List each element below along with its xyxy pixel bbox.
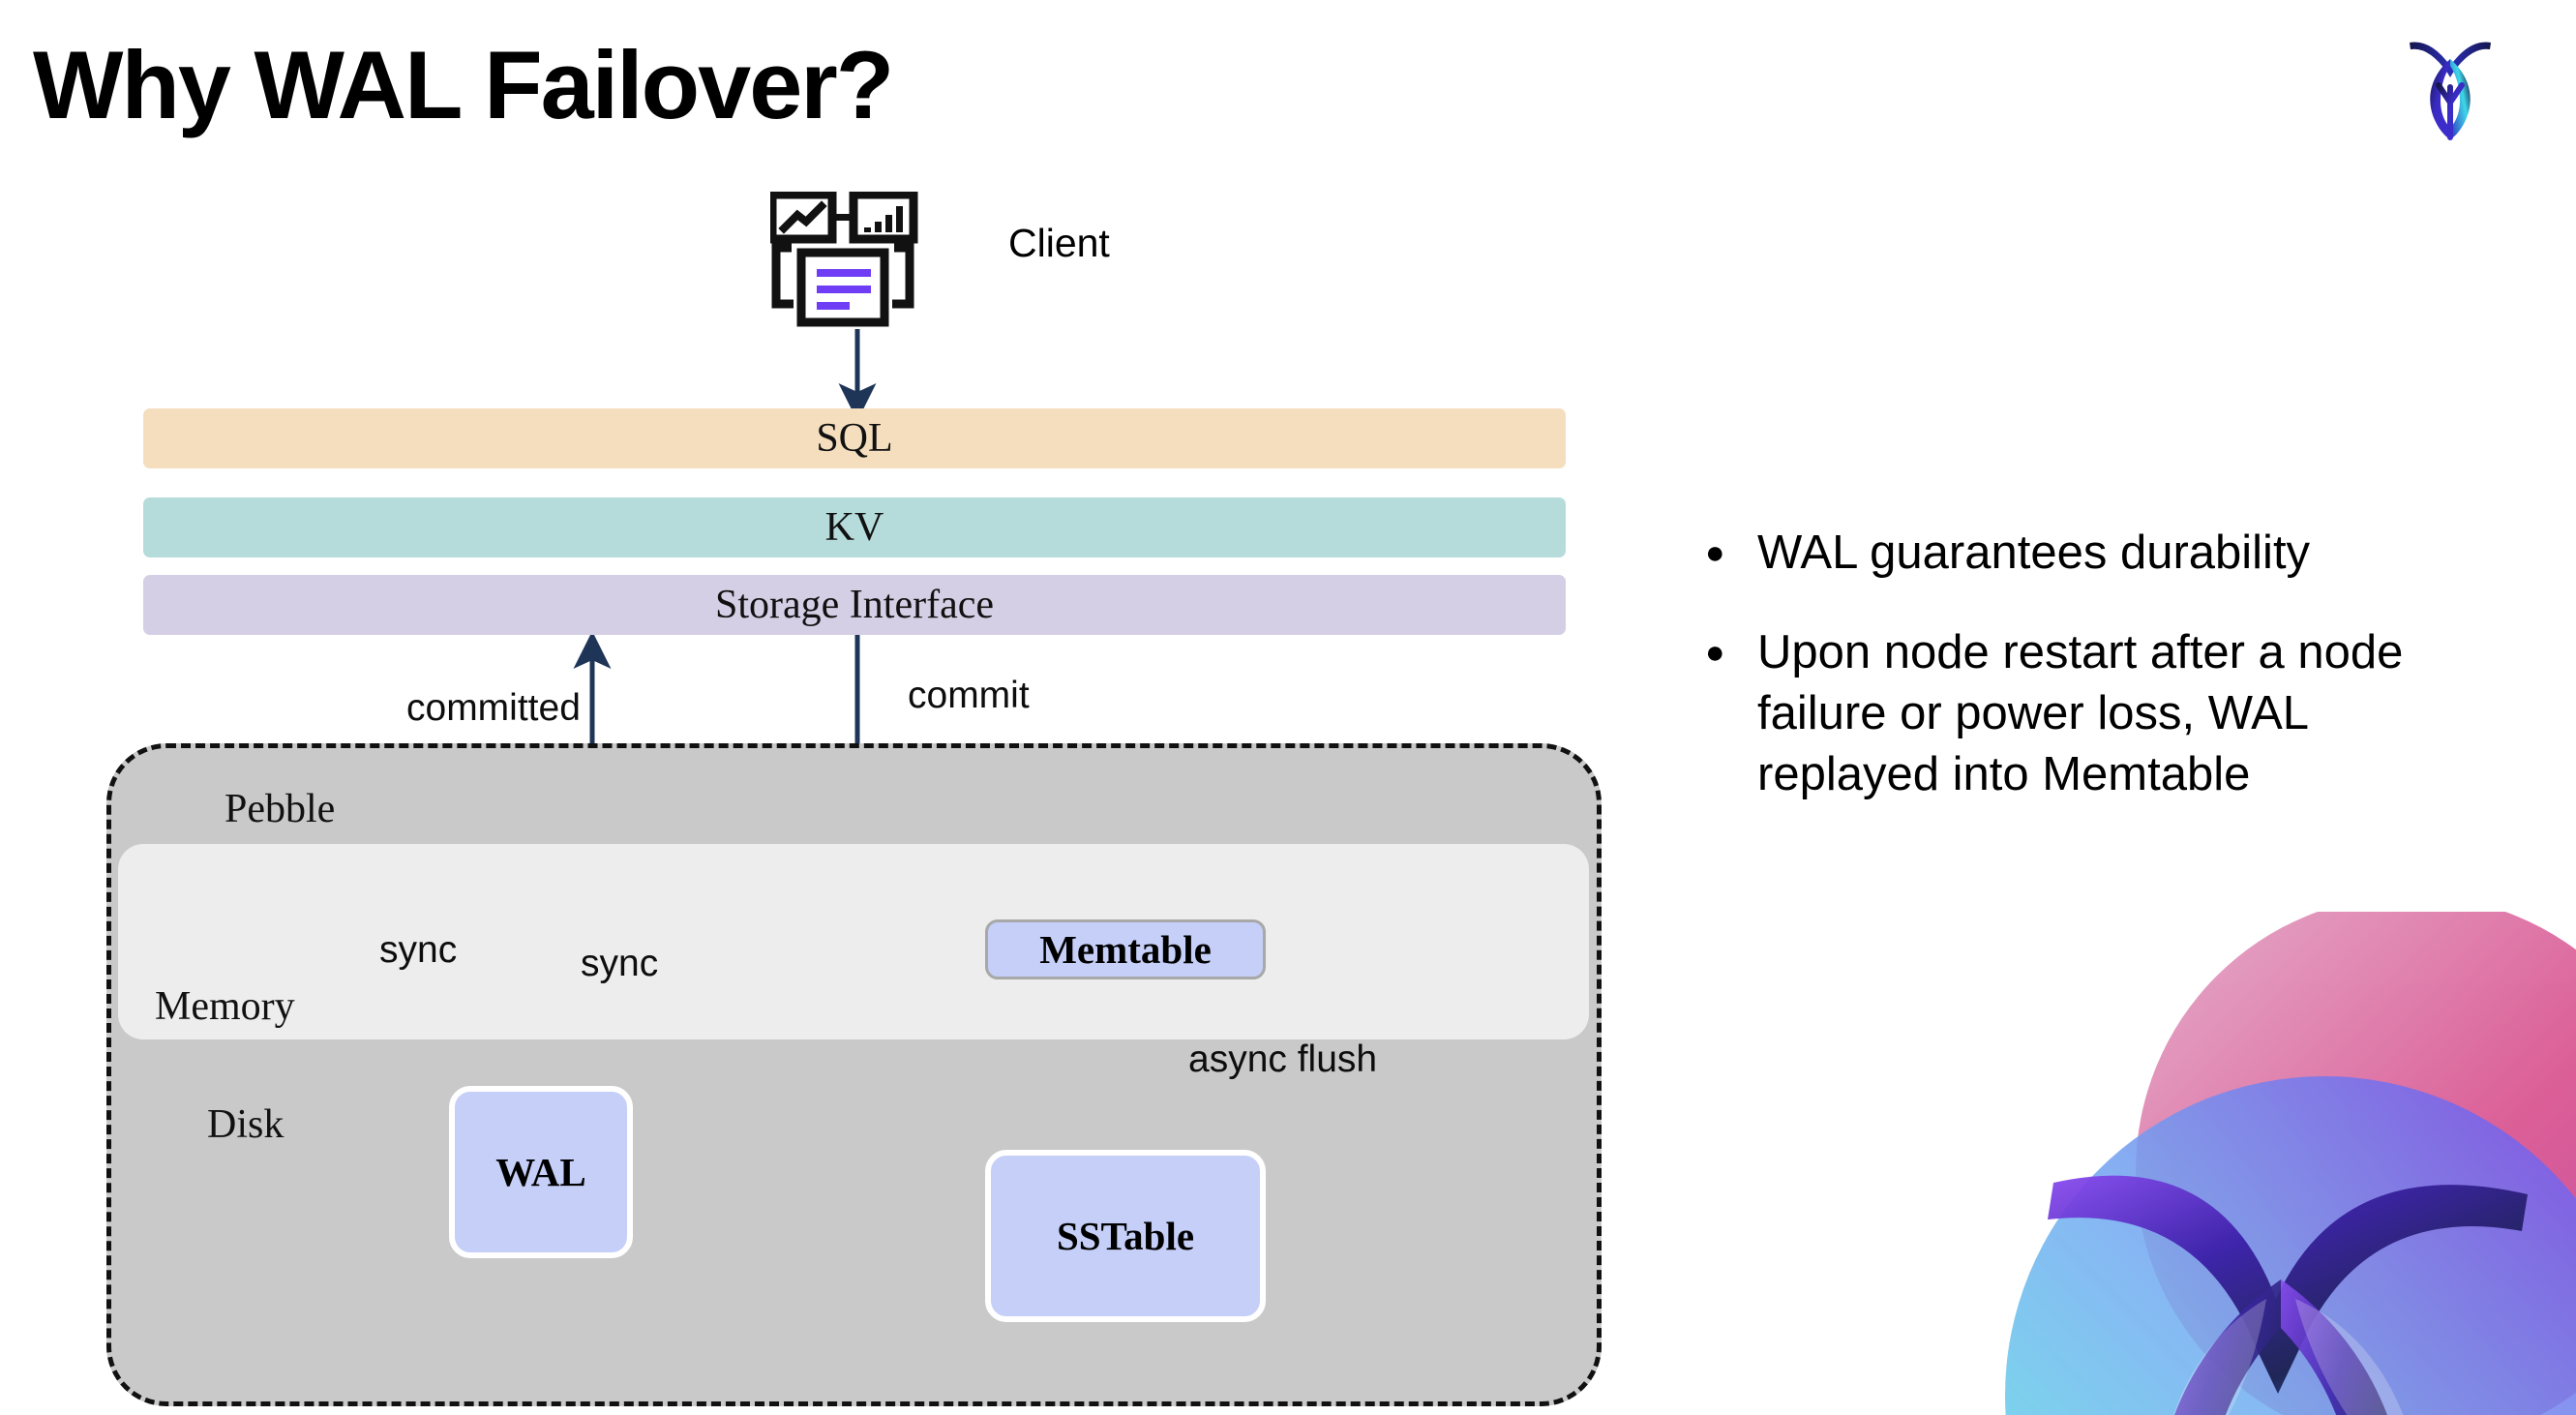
list-item: ● Upon node restart after a node failure… <box>1705 622 2499 805</box>
layer-bar-sql: SQL <box>143 408 1566 468</box>
bullet-text: Upon node restart after a node failure o… <box>1757 626 2404 800</box>
node-label-memtable: Memtable <box>1039 927 1212 972</box>
page-title: Why WAL Failover? <box>33 31 894 138</box>
client-label: Client <box>1008 221 1110 265</box>
bullet-marker-icon: ● <box>1705 534 1725 571</box>
bullet-list: ● WAL guarantees durability ● Upon node … <box>1705 523 2499 844</box>
edge-label-sync-1: sync <box>379 929 458 971</box>
node-wal: WAL <box>449 1086 633 1258</box>
node-label-sstable: SSTable <box>1056 1214 1195 1258</box>
layer-label-storage-interface: Storage Interface <box>715 583 994 627</box>
edge-label-committed: committed <box>406 687 581 729</box>
edge-label-async-flush: async flush <box>1188 1039 1378 1080</box>
disk-label: Disk <box>207 1102 285 1147</box>
node-label-wal: WAL <box>495 1150 586 1194</box>
client-dashboard-icon <box>767 190 927 329</box>
memory-region <box>118 844 1589 1039</box>
layer-bar-kv: KV <box>143 497 1566 557</box>
pebble-label: Pebble <box>225 787 336 831</box>
bullet-text: WAL guarantees durability <box>1757 527 2311 579</box>
edge-label-sync-2: sync <box>581 943 659 984</box>
list-item: ● WAL guarantees durability <box>1705 523 2499 584</box>
decorative-corner-art <box>1908 895 2576 1415</box>
cockroachdb-logo-icon <box>2402 27 2499 141</box>
memory-label: Memory <box>155 984 295 1029</box>
node-sstable: SSTable <box>985 1150 1266 1322</box>
bullet-marker-icon: ● <box>1705 634 1725 671</box>
pebble-container <box>106 743 1602 1406</box>
layer-bar-storage-interface: Storage Interface <box>143 575 1566 635</box>
layer-label-sql: SQL <box>816 416 893 461</box>
layer-label-kv: KV <box>824 505 884 550</box>
edge-label-commit: commit <box>908 675 1030 716</box>
node-memtable: Memtable <box>985 919 1266 979</box>
